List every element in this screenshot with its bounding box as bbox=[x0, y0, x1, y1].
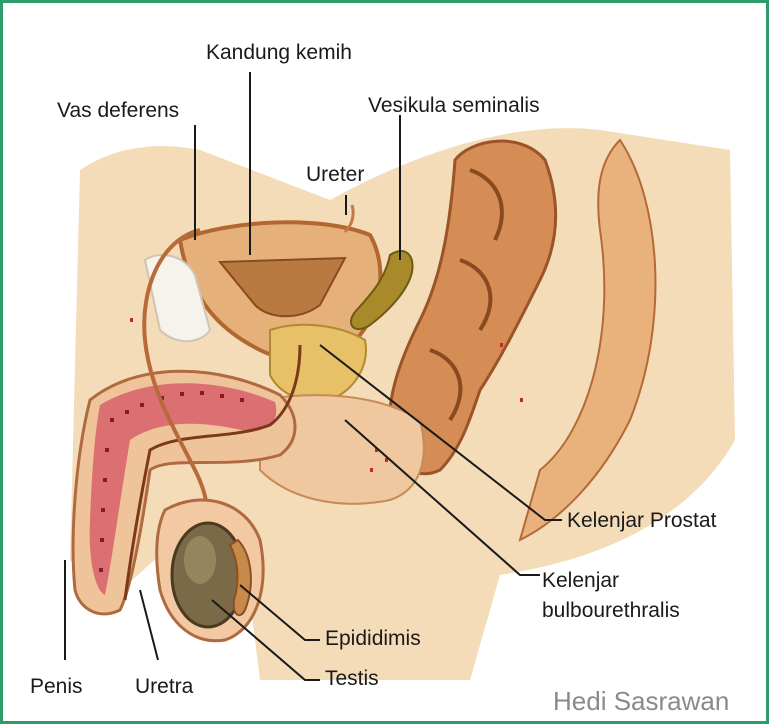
label-vesikula-seminalis: Vesikula seminalis bbox=[368, 95, 540, 116]
label-kelenjar-bulbourethralis-line2: bulbourethralis bbox=[542, 600, 680, 621]
label-kelenjar-bulbourethralis-line1: Kelenjar bbox=[542, 570, 619, 591]
label-kelenjar-prostat: Kelenjar Prostat bbox=[567, 510, 716, 531]
label-kandung-kemih: Kandung kemih bbox=[206, 42, 352, 63]
leader-uretra bbox=[140, 590, 158, 660]
testis-highlight bbox=[184, 536, 216, 584]
label-ureter: Ureter bbox=[306, 164, 364, 185]
watermark: Hedi Sasrawan bbox=[553, 688, 729, 714]
label-epididimis: Epididimis bbox=[325, 628, 421, 649]
label-penis: Penis bbox=[30, 676, 83, 697]
label-uretra: Uretra bbox=[135, 676, 193, 697]
label-vas-deferens: Vas deferens bbox=[57, 100, 179, 121]
label-testis: Testis bbox=[325, 668, 379, 689]
